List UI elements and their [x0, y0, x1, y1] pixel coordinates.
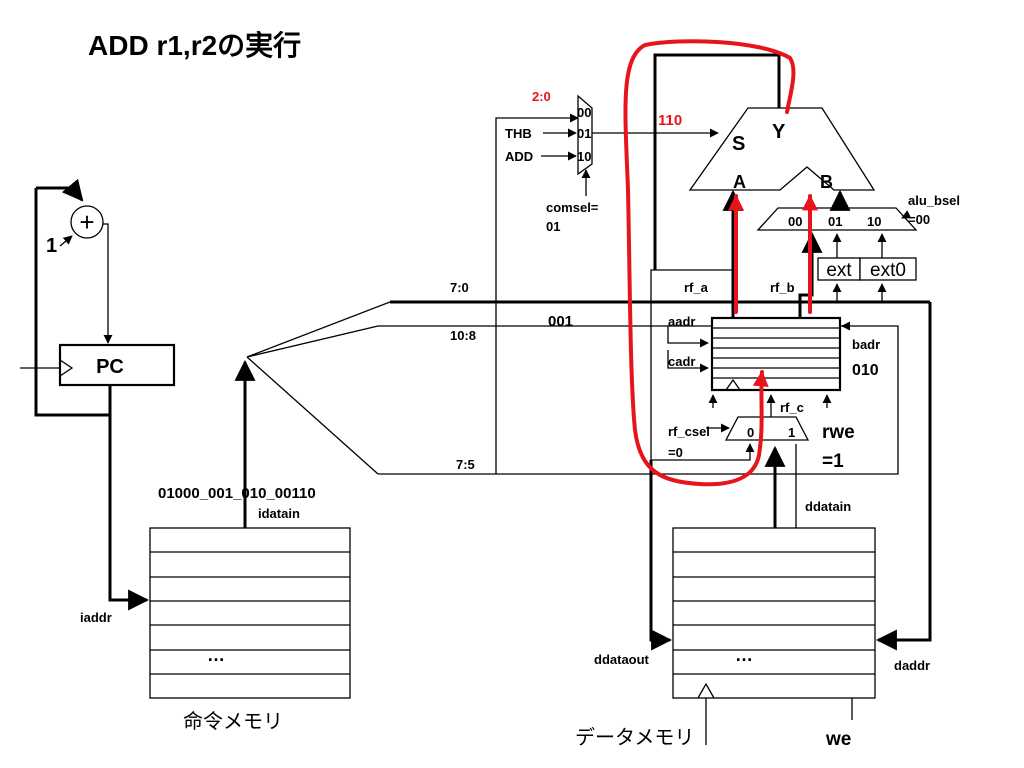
bmux-shape: [756, 207, 918, 231]
regfile-box: [710, 316, 842, 392]
rwe-value: =1: [822, 451, 844, 472]
adder-circle: [70, 205, 104, 239]
cadr-wire: [667, 350, 709, 373]
pc-clock-icon: [59, 359, 74, 377]
field-7-5: 7:5: [456, 457, 475, 472]
rf-c-mux-shape: [724, 416, 810, 441]
mux-in2: 10: [577, 149, 591, 164]
rf-b-label: rf_b: [770, 280, 795, 295]
pc-label: PC: [96, 356, 124, 378]
dmem-ellipsis: …: [735, 645, 753, 665]
ext-label: ext: [826, 260, 852, 281]
ddataout-label: ddataout: [594, 652, 650, 667]
increment-label: 1: [46, 235, 57, 257]
alu: S Y A B: [653, 53, 876, 270]
aadr-value: 001: [548, 313, 573, 330]
bmux-in0: 00: [788, 214, 802, 229]
field-10-8: 10:8: [450, 328, 476, 343]
daddr-wire: [875, 302, 932, 651]
dmem-label: データメモリ: [575, 726, 694, 749]
thb-label: THB: [505, 126, 532, 141]
alu-bsel-label: alu_bsel: [908, 193, 960, 208]
rwe-label: rwe: [822, 422, 855, 443]
bmux-in2: 10: [867, 214, 881, 229]
adder-plus-icon: +: [79, 207, 94, 237]
cmux-in1: 1: [788, 425, 795, 440]
mux-bits-label: 2:0: [532, 89, 551, 104]
page-title: ADD r1,r2の実行: [88, 29, 301, 61]
alu-bsel-wire: [901, 210, 912, 219]
rf-c-label: rf_c: [780, 400, 804, 415]
control-mux: 2:0 00 01 10 THB ADD comsel= 01 110: [505, 89, 719, 234]
daddr-label: daddr: [894, 658, 930, 673]
alu-op-value: 110: [658, 112, 682, 129]
pc-register: [58, 343, 176, 387]
badr-value: 010: [852, 362, 879, 379]
dmem-rows: [673, 551, 875, 675]
pc-to-adder-wire: [36, 178, 84, 202]
idatain-label: idatain: [258, 506, 300, 521]
imem-ellipsis: …: [207, 645, 225, 665]
aadr-label: aadr: [668, 314, 695, 329]
dmem-clock-icon: [697, 682, 715, 699]
field-7-0: 7:0: [450, 280, 469, 295]
rf-csel-value: =0: [668, 445, 683, 460]
mux-in1: 01: [577, 126, 591, 141]
alu-b-label: B: [820, 172, 833, 192]
cadr-label: cadr: [668, 354, 695, 369]
alu-b-mux: 00 01 10 alu_bsel =00 ext ext0: [756, 189, 960, 302]
ext0-label: ext0: [870, 260, 906, 281]
field-bus-outline: [378, 325, 899, 475]
register-file: rf_a rf_b 001 aadr cadr badr 010 rf_c 0 …: [548, 189, 880, 472]
pc-to-imem-wire: [108, 385, 150, 611]
imem-box: [149, 527, 351, 699]
field-fanout: 7:0 10:8 7:5: [246, 113, 930, 475]
alu-y-label: Y: [772, 121, 786, 143]
active-path-highlight: [623, 39, 818, 487]
data-memory: … データメモリ we ddatain ddataout daddr: [575, 302, 932, 750]
increment-arrow: [59, 235, 73, 247]
pc-section: + 1 PC: [20, 178, 176, 611]
alu-s-label: S: [732, 133, 745, 155]
rf-csel-label: rf_csel: [668, 424, 710, 439]
result-to-cmux-wire: [651, 443, 755, 461]
imem-label: 命令メモリ: [183, 710, 283, 733]
ddatain-label: ddatain: [805, 499, 851, 514]
we-label: we: [825, 729, 851, 750]
fan-lines: [246, 301, 391, 475]
alu-shape: [688, 107, 876, 191]
regfile-clock-icon: [725, 378, 741, 391]
comsel-label: comsel=: [546, 200, 599, 215]
bmux-in1: 01: [828, 214, 842, 229]
regfile-rows: [712, 327, 840, 379]
ddataout-wire: [649, 460, 673, 651]
cmux-in0: 0: [747, 425, 754, 440]
rf-a-label: rf_a: [684, 280, 709, 295]
comsel-mux-shape: [577, 94, 593, 176]
mux-in0: 00: [577, 105, 591, 120]
iaddr-label: iaddr: [80, 610, 112, 625]
alu-a-label: A: [733, 172, 746, 192]
dmem-box: [672, 527, 876, 699]
comsel-value: 01: [546, 219, 560, 234]
add-label: ADD: [505, 149, 533, 164]
badr-label: badr: [852, 337, 880, 352]
aadr-wire: [667, 326, 709, 348]
imem-rows: [150, 551, 350, 675]
ext0-box: [859, 257, 917, 281]
alu-bsel-value: =00: [908, 212, 930, 227]
instruction-bits: 01000_001_010_00110: [158, 485, 316, 502]
adder-to-pc-wire: [103, 223, 113, 344]
instruction-memory: … 命令メモリ iaddr 01000_001_010_00110 idatai…: [80, 359, 351, 733]
opcode-to-mux-wire: [495, 113, 579, 474]
pc-feedback-wire: [34, 188, 110, 417]
alu-result-bus: [653, 53, 781, 270]
writeback-path: [623, 39, 796, 487]
